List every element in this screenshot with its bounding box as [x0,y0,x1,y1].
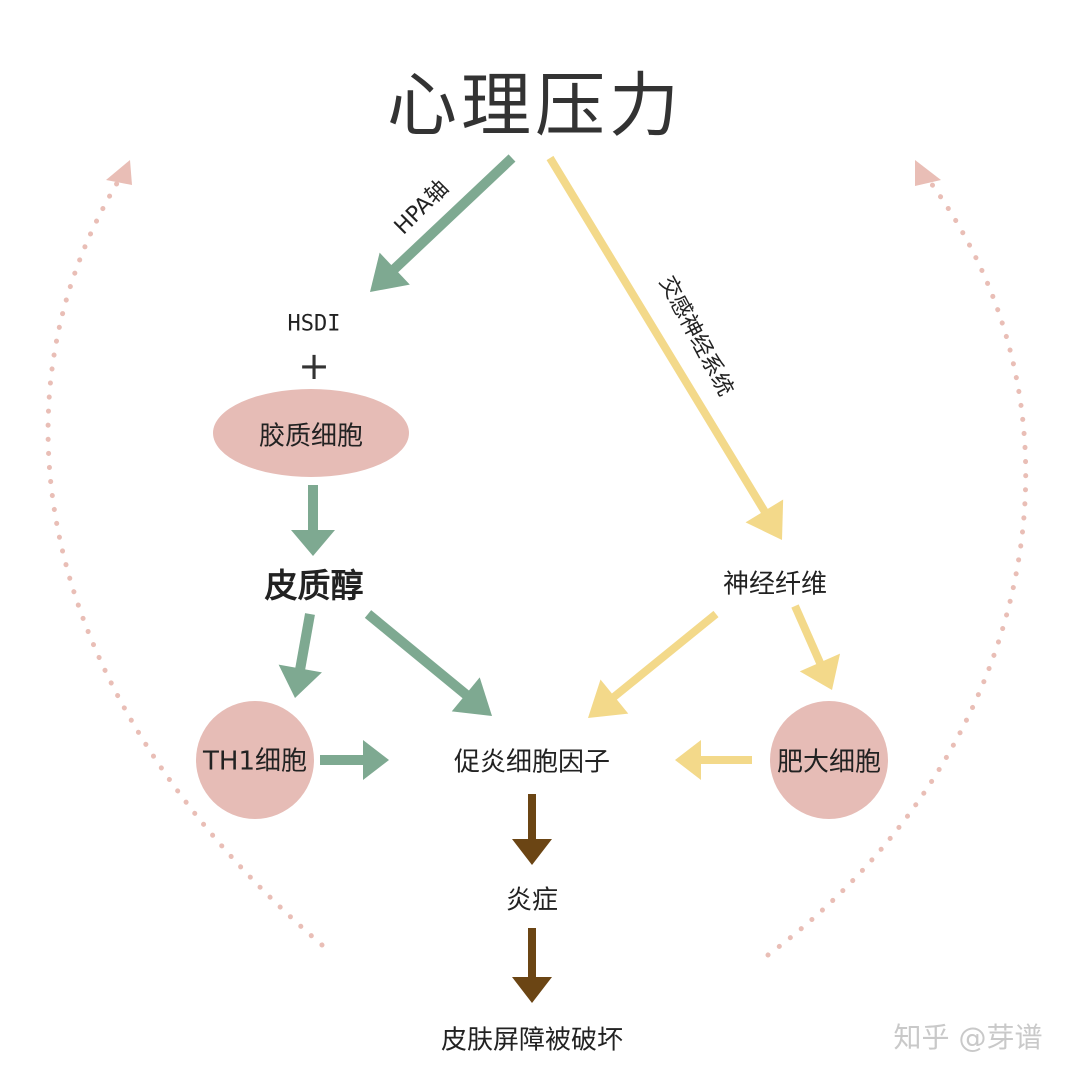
th1-to-cytokine-arrow-head [363,740,389,780]
cytokine-to-inflammation-arrow-head [512,839,552,865]
nerve-to-mast-arrow-head [799,653,841,690]
cortisol-label: 皮质醇 [264,566,364,605]
cortisol-to-th1-arrow-head [278,664,322,698]
sympathetic-arrow-shaft [546,155,769,515]
th1-label: TH1细胞 [203,746,307,777]
th1-circle [196,701,314,819]
mast-to-cytokine-arrow-head [675,740,701,780]
plus-sign: + [298,344,330,388]
nerve-to-mast-arrow-shaft [791,604,825,666]
nerve-to-cytokine-arrow-shaft [610,610,719,701]
cortisol-to-cytokine-arrow-head [451,677,492,716]
keratinocyte-ellipse [213,389,409,477]
keratinocyte-label: 胶质细胞 [258,421,364,452]
right-feedback-arc [765,172,1029,958]
barrier-damaged-label: 皮肤屏障被破坏 [440,1025,624,1056]
watermark: 知乎 @芽谱 [893,1021,1043,1054]
hpa-axis-arrow-head [370,252,410,292]
nerve-to-cytokine-arrow-head [588,679,629,718]
nerve-fiber-label: 神经纤维 [722,569,828,600]
cytokine-label: 促炎细胞因子 [453,747,611,778]
mast-cell-label: 肥大细胞 [776,747,882,778]
sympathetic-arrow-head [745,499,784,540]
hsd-label: HSDI [287,311,341,337]
inflammation-to-barrier-arrow-head [512,977,552,1003]
cortisol-to-cytokine-arrow-shaft [364,610,471,700]
arrows-group [278,154,841,1003]
hpa-axis-arrow-shaft [389,154,516,274]
left-feedback-arrowhead [106,160,132,185]
left-feedback-arc [45,172,325,948]
mast-cell-circle [770,701,888,819]
title: 心理压力 [387,64,683,147]
right-feedback-arrowhead [915,160,941,186]
keratinocyte-to-cortisol-arrow-head [291,530,335,556]
inflammation-label: 炎症 [505,885,559,916]
cortisol-to-th1-arrow-shaft [295,613,315,672]
